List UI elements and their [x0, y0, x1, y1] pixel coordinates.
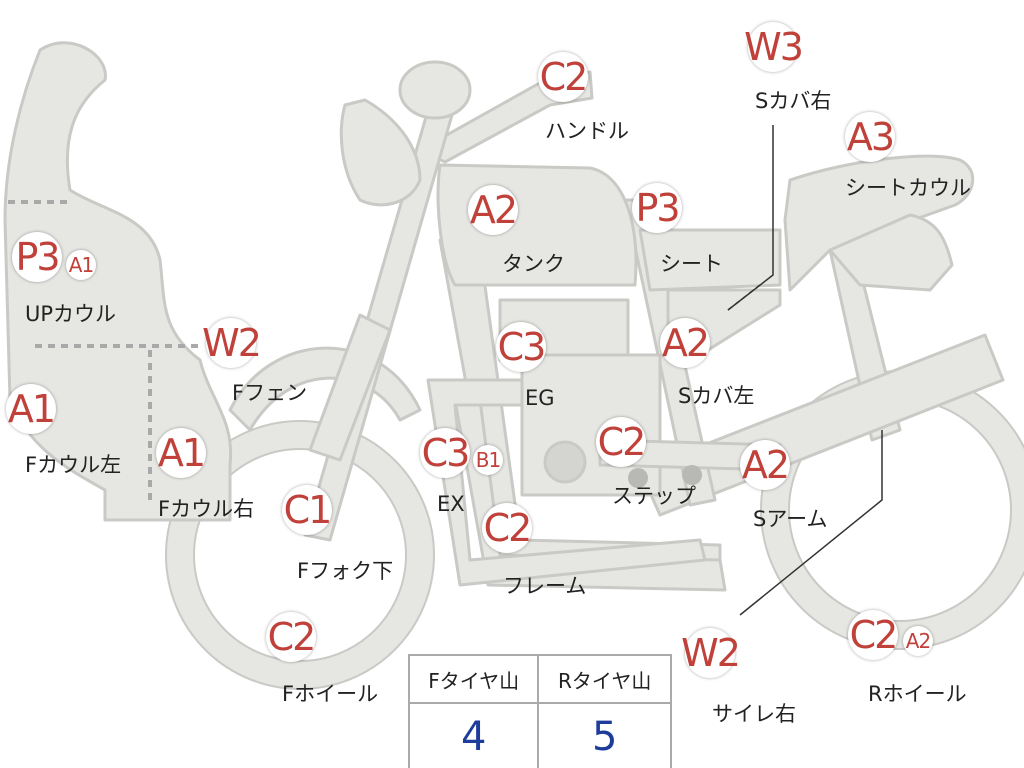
seat-cowl-tail: [828, 213, 954, 292]
grade-handle: C2: [538, 52, 588, 102]
grade-tank: A2: [468, 185, 518, 235]
sub-grade-r-wheel: A2: [903, 626, 933, 656]
label-tank: タンク: [502, 252, 565, 276]
grade-f-fork: C1: [282, 485, 332, 535]
tire-header-row: Fタイヤ山 Rタイヤ山: [407, 654, 672, 704]
label-s-arm: Sアーム: [753, 507, 828, 531]
sub-grade-exhaust: B1: [473, 445, 503, 475]
grade-seat-cowl: A3: [845, 112, 895, 162]
label-r-wheel: Rホイール: [868, 682, 967, 706]
label-s-cover-right: Sカバ右: [755, 89, 832, 113]
label-handle: ハンドル: [545, 119, 629, 143]
label-f-cowl-right: Fカウル右: [158, 497, 255, 521]
label-f-wheel: Fホイール: [282, 682, 379, 706]
grade-f-wheel: C2: [266, 612, 316, 662]
label-frame: フレーム: [503, 574, 587, 598]
leader-side-r: [739, 430, 883, 616]
grade-f-cowl-left: A1: [6, 384, 56, 434]
step-peg-left: [628, 468, 648, 488]
label-f-cowl-left: Fカウル左: [25, 453, 122, 477]
leader-s-cover-r-dash: [727, 284, 761, 311]
label-engine: EG: [525, 386, 555, 410]
seat-cowl-shape: [783, 154, 975, 292]
label-f-fender: Fフェン: [232, 381, 308, 405]
tire-value-row: 4 5: [407, 702, 672, 768]
fork-outer-shape: [308, 313, 392, 462]
label-s-cover-left: Sカバ左: [678, 384, 755, 408]
grade-engine: C3: [496, 322, 546, 372]
label-step: ステップ: [612, 484, 696, 508]
rear-tire-header: Rタイヤ山: [537, 654, 672, 704]
label-up-cowl: UPカウル: [25, 302, 117, 326]
fairing-shape: [3, 41, 233, 522]
label-exhaust: EX: [437, 492, 465, 516]
grade-exhaust: C3: [420, 428, 470, 478]
grade-s-cover-right: W3: [744, 22, 804, 72]
engine-cover-shape: [543, 440, 587, 484]
grade-f-cowl-right: A1: [156, 428, 206, 478]
headlight-shape: [398, 60, 472, 120]
front-tire-value: 4: [407, 702, 540, 768]
front-wheel-inner: [167, 422, 433, 688]
label-seat-cowl: シートカウル: [845, 176, 971, 200]
seat-shape: [638, 228, 782, 292]
grade-frame: C2: [482, 503, 532, 553]
grade-step: C2: [596, 417, 646, 467]
grade-s-arm: A2: [740, 440, 790, 490]
grade-f-fender: W2: [202, 318, 262, 368]
step-peg-right: [682, 465, 702, 485]
tire-tread-table: Fタイヤ山 Rタイヤ山 4 5: [407, 654, 672, 768]
meter-shape: [339, 98, 422, 207]
sub-grade-up-cowl: A1: [66, 250, 96, 280]
front-tire-header: Fタイヤ山: [407, 654, 540, 704]
grade-seat: P3: [632, 183, 682, 233]
rear-tire-value: 5: [537, 702, 672, 768]
label-side-right: サイレ右: [712, 702, 796, 726]
grade-up-cowl: P3: [12, 232, 62, 282]
label-f-fork: Fフォク下: [297, 559, 394, 583]
label-seat: シート: [660, 252, 723, 276]
grade-r-wheel: C2: [848, 610, 898, 660]
grade-side-right: W2: [681, 628, 741, 678]
grade-s-cover-left: A2: [660, 318, 710, 368]
